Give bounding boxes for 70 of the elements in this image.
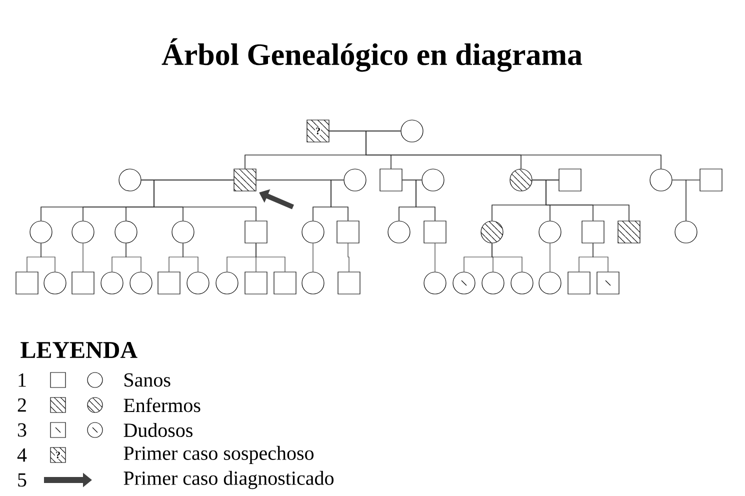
row-number: 4 xyxy=(17,448,27,462)
row-number: 2 xyxy=(18,398,26,412)
hatched-square: ? xyxy=(50,447,66,463)
square xyxy=(72,272,94,294)
title: Árbol Genealógico en diagrama xyxy=(162,38,582,72)
descent-line xyxy=(348,243,350,272)
square xyxy=(424,220,446,244)
circle xyxy=(538,220,562,244)
square xyxy=(338,272,360,294)
legend-text: Primer caso sospechoso xyxy=(124,446,314,464)
marked-circle xyxy=(452,272,476,294)
descent-line xyxy=(256,243,286,272)
square xyxy=(274,272,296,294)
square xyxy=(244,272,268,294)
marked-square xyxy=(596,272,620,294)
square xyxy=(582,220,604,244)
descent-line xyxy=(434,243,436,272)
square xyxy=(558,168,582,192)
circle xyxy=(216,272,238,294)
descent-line xyxy=(492,243,522,272)
hatched-circle xyxy=(510,168,532,192)
legend-text: Dudosos xyxy=(124,422,192,438)
legend-text: Enfermos xyxy=(124,398,200,412)
circle xyxy=(388,220,410,244)
circle xyxy=(44,272,66,294)
circle xyxy=(344,168,366,192)
hatched-circle xyxy=(480,220,504,244)
legend-text: Sanos xyxy=(124,373,170,387)
circle xyxy=(100,272,124,294)
square xyxy=(568,272,590,294)
descent-line xyxy=(40,243,56,272)
descent-line xyxy=(416,180,436,221)
row-number: 1 xyxy=(18,373,26,387)
legend-text: Primer caso diagnosticado xyxy=(124,470,334,490)
circle xyxy=(482,272,504,294)
circle xyxy=(302,272,324,294)
circle xyxy=(118,168,142,192)
circle xyxy=(172,220,194,244)
circle xyxy=(30,220,52,244)
square xyxy=(158,272,180,294)
square xyxy=(380,168,402,192)
circle xyxy=(72,220,94,244)
legend-heading: LEYENDA xyxy=(20,342,138,358)
circle xyxy=(510,272,534,294)
descent-line xyxy=(126,243,142,272)
square xyxy=(244,220,268,244)
descent-line xyxy=(182,243,198,272)
circle xyxy=(650,168,672,192)
descent-line xyxy=(82,243,84,272)
circle xyxy=(130,272,152,294)
circle xyxy=(424,272,446,294)
circle xyxy=(302,220,324,244)
circle xyxy=(186,272,210,294)
row-number: 5 xyxy=(18,473,26,487)
circle xyxy=(114,220,138,244)
descent-line xyxy=(592,243,608,272)
circle xyxy=(400,120,424,142)
circle xyxy=(674,220,698,244)
square xyxy=(700,168,722,192)
circle xyxy=(538,272,562,294)
square xyxy=(336,220,360,244)
circle xyxy=(422,168,444,192)
row-number: 3 xyxy=(18,423,26,437)
descent-line xyxy=(330,180,348,221)
hatched-square xyxy=(618,220,640,244)
descent-line xyxy=(686,180,700,221)
square xyxy=(16,272,38,294)
hatched-square: ? xyxy=(306,120,330,142)
descent-line xyxy=(312,243,314,272)
hatched-square xyxy=(234,168,256,192)
